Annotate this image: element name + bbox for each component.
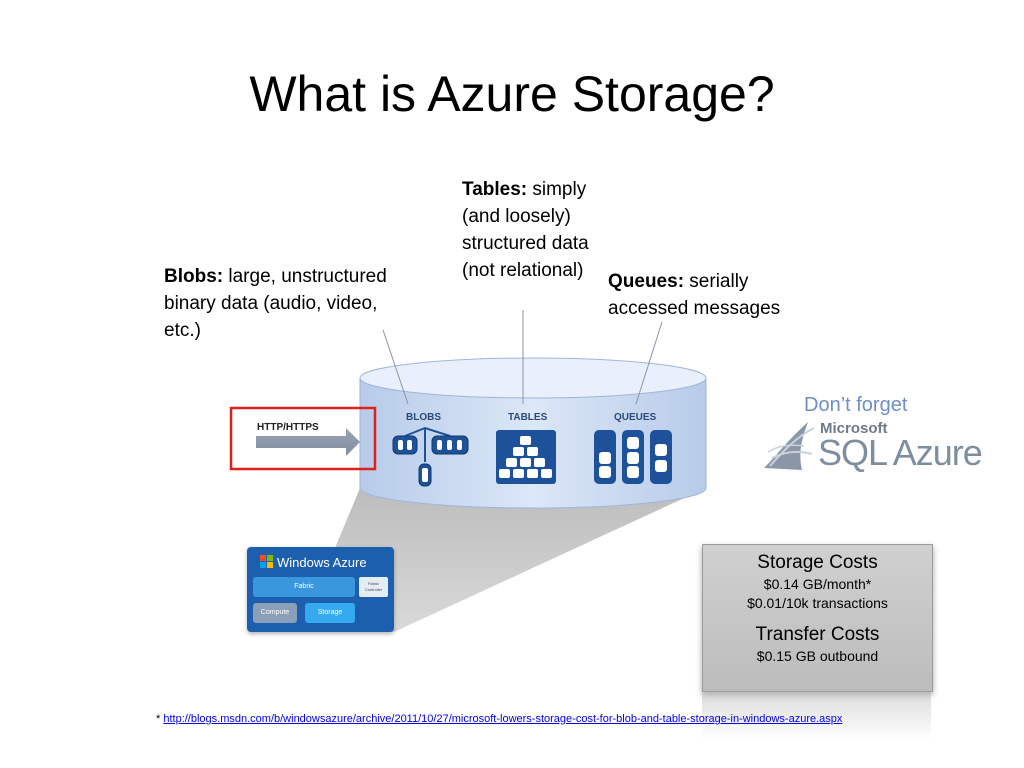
tables-text: simply (and loosely) structured data (no… (462, 179, 589, 281)
queues-label: QUEUES (614, 412, 657, 423)
costs-panel: Storage Costs $0.14 GB/month* $0.01/10k … (702, 544, 933, 692)
queues-term: Queues: (608, 271, 685, 292)
fabric-controller-block: Fabric Controller (359, 577, 388, 597)
http-label: HTTP/HTTPS (257, 422, 319, 433)
blobs-term: Blobs: (164, 266, 224, 287)
footnote: * http://blogs.msdn.com/b/windowsazure/a… (156, 713, 842, 725)
tables-description: Tables: simply (and loosely) structured … (462, 176, 602, 284)
queues-leader-line (635, 321, 663, 405)
fabric-block: Fabric (253, 577, 355, 597)
sql-server-logo-icon (764, 422, 815, 470)
blobs-label: BLOBS (406, 412, 441, 423)
blobs-text: large, unstructured binary data (audio, … (164, 266, 387, 341)
transfer-cost-line-1: $0.15 GB outbound (756, 648, 879, 664)
storage-block: Storage (305, 603, 355, 623)
microsoft-label: Microsoft (820, 420, 888, 437)
slide-title: What is Azure Storage? (249, 66, 775, 122)
windows-azure-diagram: Windows Azure Fabric Fabric Controller C… (247, 547, 394, 632)
storage-costs-heading: Storage Costs (757, 552, 878, 573)
windows-flag-icon (260, 555, 273, 568)
windows-azure-title: Windows Azure (277, 555, 367, 570)
tables-term: Tables: (462, 179, 528, 200)
queues-text: serially accessed messages (608, 271, 781, 319)
dont-forget-text: Don’t forget (804, 394, 908, 416)
compute-block: Compute (253, 603, 297, 623)
tables-icon (496, 430, 556, 484)
footnote-link[interactable]: http://blogs.msdn.com/b/windowsazure/arc… (163, 713, 843, 725)
footnote-marker: * (156, 713, 164, 725)
storage-cost-line-1: $0.14 GB/month* (763, 576, 872, 592)
sql-azure-label: SQL Azure (818, 432, 983, 473)
costs-panel-reflection (702, 692, 931, 740)
blobs-description: Blobs: large, unstructured binary data (… (164, 263, 414, 344)
tables-label: TABLES (508, 412, 548, 423)
http-highlight-box (229, 406, 377, 471)
transfer-costs-heading: Transfer Costs (755, 624, 880, 645)
queues-description: Queues: serially accessed messages (608, 268, 808, 322)
blobs-leader-line (382, 329, 409, 405)
http-arrow (256, 428, 360, 456)
queues-icon (594, 430, 672, 484)
blobs-icon (392, 426, 469, 487)
storage-cost-line-2: $0.01/10k transactions (747, 595, 888, 611)
zoom-beam (300, 488, 706, 632)
